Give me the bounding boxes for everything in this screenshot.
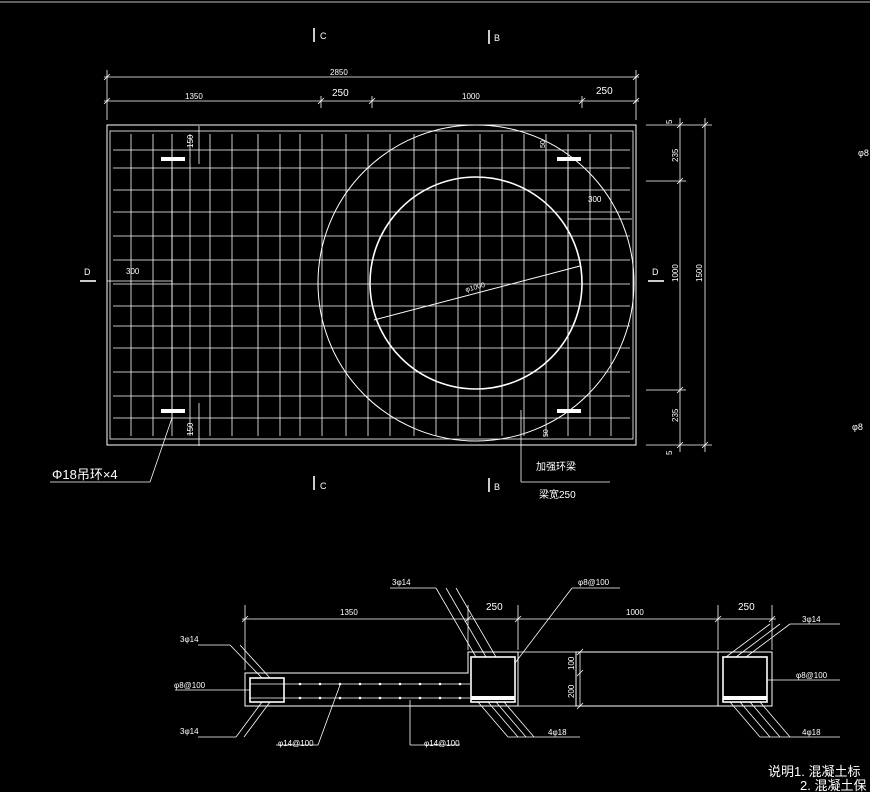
sec-dim-250-a: 250 <box>486 602 503 613</box>
slab-rebar-dots <box>298 682 462 700</box>
slab-rebar-dot <box>378 696 382 700</box>
slab-rebar-dot <box>458 682 462 686</box>
slab-rebar-dot <box>398 682 402 686</box>
slab-rebar-dot <box>338 682 342 686</box>
slab-inner-outline <box>109 130 634 440</box>
sec-label-phi8-mid: φ8@100 <box>578 578 610 587</box>
section-mark-b-top: B <box>488 30 500 44</box>
sec-label-3phi14-right: 3φ14 <box>802 615 821 624</box>
slab-rebar-dot <box>318 696 322 700</box>
section-mark-c-top: C <box>313 28 327 42</box>
right-ring-beam-stirrup <box>722 656 768 703</box>
sec-label-3phi14-top: 3φ14 <box>180 635 199 644</box>
sec-dim-1350: 1350 <box>340 608 358 617</box>
slab-rebar-dot <box>358 682 362 686</box>
ring-beam-outer-circle <box>317 124 635 442</box>
top-dimensions: 2850 1350 250 1000 250 <box>103 68 640 120</box>
section-mark-c-bottom: C <box>313 476 327 491</box>
ring-beam-label: 加强环梁 <box>536 460 576 473</box>
dim-right-upper: 235 <box>671 148 680 162</box>
dim-right-mid: 1000 <box>671 264 680 282</box>
section-mark-b-top-label: B <box>494 33 500 43</box>
lifting-ring-label: Φ18吊环×4 <box>52 467 118 482</box>
dim-seg-left: 1350 <box>185 92 203 101</box>
ring-beam-callout: 加强环梁 梁宽250 <box>520 410 610 501</box>
dim-150-bottom: 150 <box>186 422 195 436</box>
dim-right-total: 1500 <box>695 264 704 282</box>
slab-rebar-dot <box>298 682 302 686</box>
dim-right-bottom: 235 <box>671 408 680 422</box>
section-right-beam <box>717 651 773 707</box>
slab-rebar-dot <box>318 682 322 686</box>
dim-offset-right: 300 <box>588 195 602 204</box>
section-mark-d-right: D <box>648 267 664 282</box>
slab-rebar-dot <box>378 682 382 686</box>
slab-rebar-dot <box>338 696 342 700</box>
section-mark-d-left: D <box>80 267 96 282</box>
diameter-leader <box>373 265 581 321</box>
sec-label-4phi18-mid: 4φ18 <box>548 728 567 737</box>
notes-line-1: 说明1. 混凝土标 <box>768 764 860 779</box>
sec-label-phi8-left: φ8@100 <box>174 681 206 690</box>
dim-seg-end: 250 <box>596 86 613 97</box>
dim-right-top: 5 <box>665 119 674 124</box>
section-mark-d-left-label: D <box>84 267 91 277</box>
section-mark-b-bottom-label: B <box>494 482 500 492</box>
dim-seg-mid: 250 <box>332 88 349 99</box>
dim-seg-right: 1000 <box>462 92 480 101</box>
sec-label-phi14-b: φ14@100 <box>424 739 460 748</box>
slab-rebar-dot <box>298 696 302 700</box>
slab-rebar-dot <box>398 696 402 700</box>
slab-outline <box>106 124 637 446</box>
mid-ring-beam-stirrup <box>470 656 516 703</box>
section-mark-c-bottom-label: C <box>320 481 327 491</box>
slab-rebar-dot <box>458 696 462 700</box>
slab-rebar-dot <box>358 696 362 700</box>
dim-50-bottom: 50 <box>543 429 550 437</box>
section-mark-d-right-label: D <box>652 267 659 277</box>
slab-rebar-dot <box>438 682 442 686</box>
slab-rebar-dot <box>438 696 442 700</box>
dim-offset-left: 300 <box>126 267 140 276</box>
section-view: 1350 250 1000 250 100 200 3φ14 φ8@100 <box>174 578 840 748</box>
ring-beam-width-label: 梁宽250 <box>539 488 576 501</box>
sec-dim-200: 200 <box>567 684 576 698</box>
manhole-opening-circle <box>369 176 583 390</box>
slab-rebar-dot <box>418 696 422 700</box>
notes-line-2: 2. 混凝土保 <box>800 778 866 792</box>
edge-label-1: φ8 <box>858 148 869 158</box>
sec-label-phi14-a: φ14@100 <box>278 739 314 748</box>
section-mark-b-bottom: B <box>488 478 500 492</box>
diameter-label: φ1000 <box>465 282 486 294</box>
sec-label-3phi14-mid: 3φ14 <box>392 578 411 587</box>
dim-overall-width: 2850 <box>330 68 348 77</box>
sec-dim-1000: 1000 <box>626 608 644 617</box>
slab-rebar-dot <box>418 682 422 686</box>
dim-50-top: 50 <box>540 140 547 148</box>
sec-label-4phi18-right: 4φ18 <box>802 728 821 737</box>
lifting-ring-callout: Φ18吊环×4 <box>50 417 173 483</box>
right-dimensions: 5 235 1000 235 5 1500 <box>646 118 712 455</box>
dim-right-end: 5 <box>665 450 674 455</box>
dim-150-top: 150 <box>186 134 195 148</box>
sec-dim-100: 100 <box>567 656 576 670</box>
edge-label-2: φ8 <box>852 422 863 432</box>
sec-label-phi8-right: φ8@100 <box>796 671 828 680</box>
plan-slab: φ1000 300 300 150 150 50 50 <box>106 124 637 446</box>
section-mark-c-top-label: C <box>320 31 327 41</box>
sec-dim-250-b: 250 <box>738 602 755 613</box>
sec-label-3phi14-bot: 3φ14 <box>180 727 199 736</box>
